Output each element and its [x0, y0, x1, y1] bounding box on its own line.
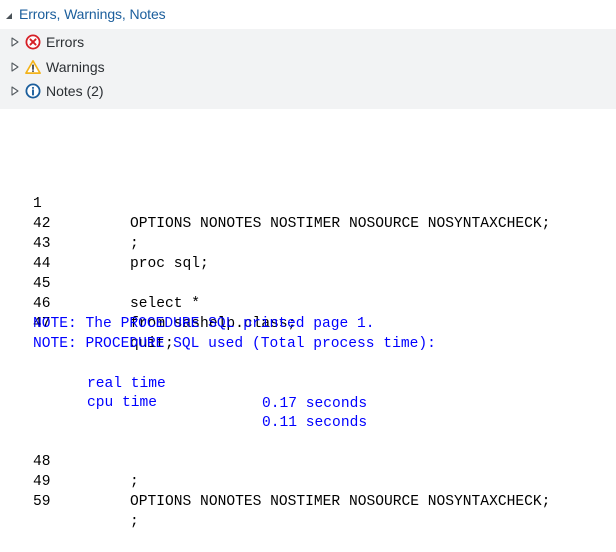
log-note: NOTE: The PROCEDURE SQL printed page 1. [33, 316, 375, 332]
errors-warnings-notes-panel: Errors, Warnings, Notes Errors [0, 0, 616, 109]
line-number: 1 [33, 196, 42, 212]
timing-label: cpu time [87, 395, 158, 411]
line-code: select * [130, 296, 201, 312]
line-code: quit; [130, 336, 174, 352]
tree-item-label: Notes (2) [46, 83, 104, 99]
tree-item-label: Warnings [46, 59, 105, 75]
line-number: 59 [33, 494, 51, 510]
line-number: 48 [33, 454, 51, 470]
log-line: 42 ; [0, 194, 139, 252]
warning-icon [25, 59, 41, 75]
log-line: 44 [0, 234, 51, 272]
line-code: ; [130, 474, 139, 490]
timing-value: 0.17 seconds [262, 396, 368, 412]
tree-item-label: Errors [46, 34, 85, 50]
collapse-triangle-icon[interactable] [5, 12, 13, 20]
timing-label: real time [87, 376, 166, 392]
info-icon [25, 83, 41, 99]
log-line: 43 proc sql; [0, 214, 209, 272]
expand-arrow-icon[interactable] [11, 62, 19, 72]
expand-arrow-icon[interactable] [11, 37, 19, 47]
line-code: OPTIONS NONOTES NOSTIMER NOSOURCE NOSYNT… [130, 494, 551, 510]
tree-item-notes[interactable]: Notes (2) [11, 80, 104, 102]
line-code: OPTIONS NONOTES NOSTIMER NOSOURCE NOSYNT… [130, 216, 551, 232]
log-note: NOTE: PROCEDURE SQL used (Total process … [33, 336, 436, 352]
log-line: 1 OPTIONS NONOTES NOSTIMER NOSOURCE NOSY… [0, 174, 550, 232]
tree-item-warnings[interactable]: Warnings [11, 56, 105, 78]
line-number: 45 [33, 276, 51, 292]
panel-header[interactable]: Errors, Warnings, Notes [0, 0, 616, 29]
line-number: 44 [33, 256, 51, 272]
log-timing-row: cpu time 0.11 seconds [33, 373, 367, 431]
timing-value: 0.11 seconds [262, 415, 368, 431]
line-number: 43 [33, 236, 51, 252]
line-code: ; [130, 514, 139, 530]
line-number: 42 [33, 216, 51, 232]
log-line: 48 ; [0, 432, 139, 490]
line-code: proc sql; [130, 256, 209, 272]
line-number: 46 [33, 296, 51, 312]
error-icon [25, 34, 41, 50]
panel-title: Errors, Warnings, Notes [19, 6, 166, 22]
log-line: 59 ; [0, 472, 139, 530]
log-line: 47 quit; [0, 294, 174, 352]
line-number: 49 [33, 474, 51, 490]
line-code: from sashelp.class; [130, 316, 297, 332]
expand-arrow-icon[interactable] [11, 86, 19, 96]
log-line: 46 from sashelp.class; [0, 274, 296, 332]
log-line: 49 OPTIONS NONOTES NOSTIMER NOSOURCE NOS… [0, 452, 550, 510]
line-number: 47 [33, 316, 51, 332]
log-line: 45 select * [0, 254, 200, 312]
tree-item-errors[interactable]: Errors [11, 31, 84, 53]
log-timing-row: real time 0.17 seconds [33, 354, 367, 412]
line-code: ; [130, 236, 139, 252]
log-output: 1 OPTIONS NONOTES NOSTIMER NOSOURCE NOSY… [0, 109, 616, 530]
